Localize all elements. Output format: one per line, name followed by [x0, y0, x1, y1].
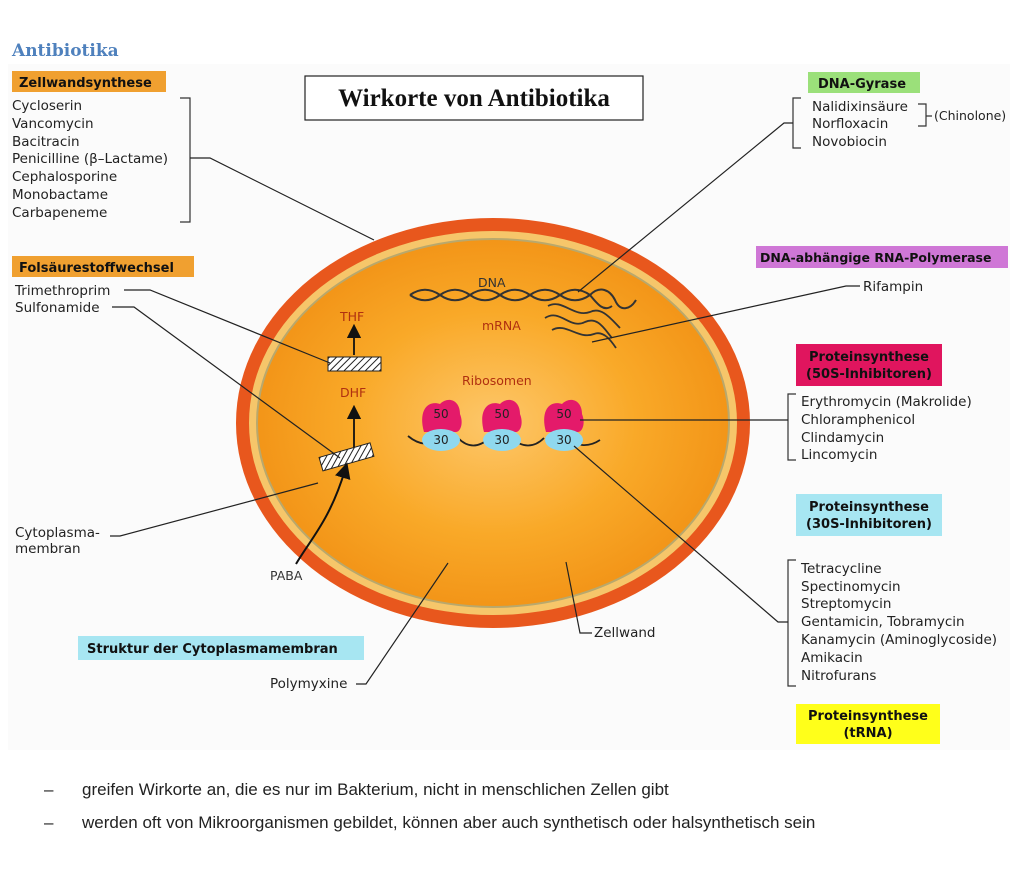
rnapol-label: DNA-abhängige RNA-Polymerase	[760, 250, 991, 265]
thf-label: THF	[339, 309, 364, 324]
cytoplasma-leader	[110, 482, 319, 537]
dna-helix	[409, 288, 637, 310]
trna-box	[796, 704, 940, 744]
zellwand-item: Monobactame	[12, 187, 108, 203]
ribosome-3-30s-label: 30	[556, 433, 571, 447]
gyrase-item: Novobiocin	[812, 134, 887, 150]
zellwand-cell-leader	[565, 561, 592, 634]
zellwand-item: Vancomycin	[12, 116, 94, 132]
zellwand-cell-label: Zellwand	[594, 625, 656, 641]
zellwand-item: Carbapeneme	[12, 205, 107, 221]
protein30-item: Streptomycin	[801, 596, 891, 612]
zellwand-box	[12, 71, 166, 92]
gyrase-leader	[577, 122, 793, 293]
folsaeure-box	[12, 256, 194, 277]
protein30-label-line2: (30S-Inhibitoren)	[806, 517, 932, 532]
ribosome-1-50s-label: 50	[433, 407, 448, 421]
paba-label: PABA	[270, 568, 303, 583]
protein50-item: Lincomycin	[801, 447, 877, 463]
cytoplasma-label-line2: membran	[15, 541, 81, 557]
sulfonamide-leader	[112, 306, 341, 459]
page-heading: Antibiotika	[11, 41, 119, 61]
diagram-title: Wirkorte von Antibiotika	[338, 85, 610, 112]
rnapol-item: Rifampin	[863, 279, 923, 295]
zellwand-item: Bacitracin	[12, 134, 80, 150]
zellwand-item: Cephalosporine	[12, 169, 117, 185]
rnapol-box	[756, 246, 1008, 268]
dna-label: DNA	[478, 275, 506, 290]
mrna-strands	[544, 303, 621, 349]
protein30-item: Nitrofurans	[801, 668, 876, 684]
protein30-item: Kanamycin (Aminoglycoside)	[801, 632, 997, 648]
zellwand-bracket	[180, 97, 191, 223]
polymyxine-leader	[356, 562, 449, 685]
zellwand-label: Zellwandsynthese	[19, 76, 152, 91]
ribosome-3-50s-label: 50	[556, 407, 571, 421]
protein50-box	[796, 344, 942, 386]
trna-label-line2: (tRNA)	[843, 726, 892, 741]
protein50-item: Chloramphenicol	[801, 412, 915, 428]
gyrase-box	[808, 72, 920, 93]
protein30-label-line1: Proteinsynthese	[809, 500, 929, 515]
bullet-text: greifen Wirkorte an, die es nur im Bakte…	[82, 780, 669, 799]
zellwand-leader	[190, 157, 375, 241]
trimethoprim-leader	[124, 289, 331, 364]
mrna-label: mRNA	[482, 318, 521, 333]
membran-item: Polymyxine	[270, 676, 347, 692]
gyrase-item: Nalidixinsäure	[812, 99, 908, 115]
ribosomen-label: Ribosomen	[462, 373, 532, 388]
bullet-marker: –	[44, 813, 54, 832]
rifampin-leader	[591, 285, 860, 343]
protein30-leader	[573, 445, 788, 623]
protein50-item: Clindamycin	[801, 430, 884, 446]
zellwand-item: Penicilline (β–Lactame)	[12, 151, 168, 167]
trna-label-line1: Proteinsynthese	[808, 709, 928, 724]
trimethoprim-block	[327, 356, 382, 372]
folsaeure-label: Folsäurestoffwechsel	[19, 261, 174, 276]
protein30-item: Amikacin	[801, 650, 863, 666]
ribosome-1-30s-label: 30	[433, 433, 448, 447]
chinolone-note: (Chinolone)	[934, 108, 1006, 123]
ribosome-2-50s-label: 50	[494, 407, 509, 421]
protein30-bracket	[787, 559, 796, 687]
protein50-label-line1: Proteinsynthese	[809, 350, 929, 365]
protein30-item: Gentamicin, Tobramycin	[801, 614, 965, 630]
protein50-item: Erythromycin (Makrolide)	[801, 394, 972, 410]
gyrase-item: Norfloxacin	[812, 116, 888, 132]
bullet-text: werden oft von Mikroorganismen gebildet,…	[81, 813, 815, 832]
protein50-label-line2: (50S-Inhibitoren)	[806, 367, 932, 382]
protein50-bracket	[787, 393, 796, 461]
folsaeure-item: Trimethroprim	[14, 283, 110, 299]
ribosome-2	[482, 399, 522, 451]
membran-label: Struktur der Cytoplasmamembran	[87, 642, 338, 657]
ribosome-3	[544, 399, 584, 451]
zellwand-item: Cycloserin	[12, 98, 82, 114]
bullet-marker: –	[44, 780, 54, 799]
title-box	[304, 75, 644, 121]
membran-box	[78, 636, 364, 660]
protein30-item: Tetracycline	[800, 561, 882, 577]
ribosome-2-30s-label: 30	[494, 433, 509, 447]
paba-arrow	[295, 462, 351, 565]
cytoplasma-label-line1: Cytoplasma-	[15, 525, 100, 541]
protein30-item: Spectinomycin	[801, 579, 901, 595]
protein30-box	[796, 494, 942, 536]
folsaeure-item: Sulfonamide	[15, 300, 100, 316]
dhf-label: DHF	[340, 385, 366, 400]
ribosome-1	[422, 399, 462, 451]
chinolone-bracket	[918, 103, 932, 127]
gyrase-label: DNA-Gyrase	[818, 77, 906, 92]
